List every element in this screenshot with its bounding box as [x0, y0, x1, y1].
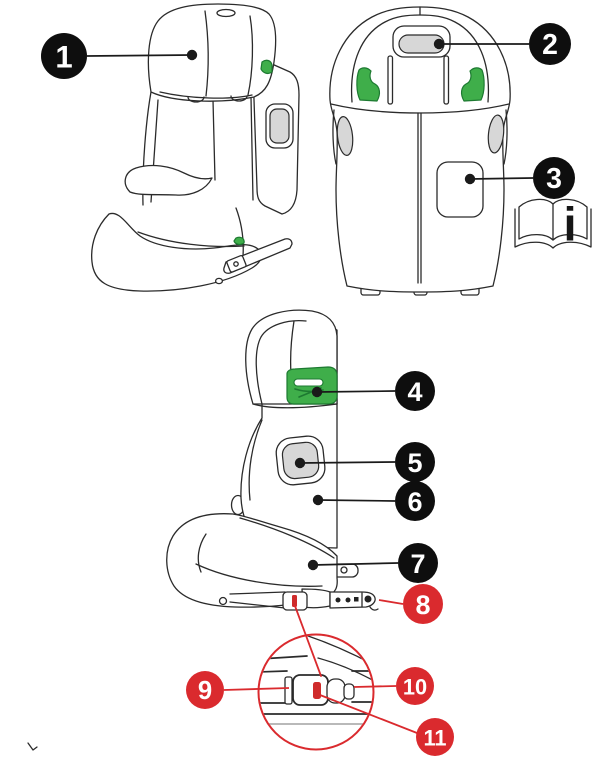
book-cover: [514, 208, 592, 249]
callout-10-circle: [396, 667, 434, 705]
cushion-contour: [137, 231, 245, 248]
belt-guide-right: [460, 67, 485, 102]
center-seam: [417, 112, 422, 284]
indicator-stripe: [292, 595, 297, 607]
callout-3-number: 3: [546, 163, 562, 195]
headrest: [147, 3, 277, 102]
callout-9-circle: [186, 671, 224, 709]
headrest-rod-right: [443, 55, 450, 105]
callout-2-dot: [433, 38, 445, 50]
headrest-panel-lines: [204, 10, 254, 97]
manual-storage-compartment: [436, 161, 484, 218]
side-wing-edges: [332, 109, 508, 165]
callout-1-dot: [186, 49, 198, 61]
belt-guide-accent: [260, 59, 273, 75]
side-oval-left: [336, 115, 354, 157]
leader-layer: [86, 38, 534, 734]
callout-8-number: 8: [415, 590, 430, 620]
callout-11-leader: [319, 694, 418, 734]
armrest-badge: [269, 108, 290, 144]
rails: [259, 655, 373, 715]
info-glyph: i: [563, 198, 576, 251]
headrest-bottom-seam: [159, 91, 253, 99]
callout-2-number: 2: [542, 29, 558, 61]
side-oval-right: [487, 114, 505, 154]
seat-cushion: [91, 212, 263, 292]
headrest-bottom-line: [252, 403, 338, 409]
callout-4-dot: [311, 386, 323, 398]
callout-5-leader: [299, 461, 396, 464]
callout-6-circle: [395, 481, 435, 521]
callout-1-circle: [41, 33, 87, 79]
isofix-arm-extended: [329, 591, 376, 609]
callout-7-number: 7: [410, 549, 425, 579]
left-armrest: [124, 164, 213, 196]
callout-3-circle: [533, 157, 575, 199]
callout-1-number: 1: [55, 40, 72, 75]
stray-mark: [27, 742, 38, 751]
backrest-wing-line: [248, 419, 263, 501]
callout-9-leader: [223, 687, 290, 691]
callout-6-number: 6: [407, 487, 422, 517]
connector-button: [364, 595, 372, 603]
connector-lines: [361, 592, 379, 611]
guide-slots: [187, 95, 248, 103]
belt-guide-slot: [293, 378, 324, 387]
belt-guide-left: [356, 67, 381, 102]
seat-back-view: [329, 6, 511, 296]
callout-4-number: 4: [407, 377, 422, 407]
headrest-rod-left: [387, 55, 394, 105]
callout-5-dot: [294, 457, 306, 469]
callout-4-leader: [316, 390, 396, 393]
callout-3-dot: [464, 173, 476, 185]
arm-hole-1: [335, 597, 341, 603]
manual-book-info-icon: i: [514, 198, 592, 251]
callout-4-circle: [395, 371, 435, 411]
headrest-handle: [216, 8, 236, 18]
seat-three-quarter-view: [91, 3, 300, 292]
callout-10-number: 10: [403, 675, 427, 700]
callout-1-leader: [86, 54, 193, 57]
connector-hole: [233, 261, 239, 267]
callout-7-circle: [398, 543, 438, 583]
rail-end-detail: [218, 596, 228, 606]
arm-slot: [354, 597, 359, 602]
cushion-side-contours: [195, 517, 335, 587]
callout-11-circle: [416, 718, 454, 756]
base-rail: [229, 591, 286, 609]
detail-slider: [292, 674, 329, 706]
magnifier-circle: [257, 633, 375, 751]
callout-9-number: 9: [198, 677, 212, 705]
callout-5-circle: [395, 442, 435, 482]
isofix-connector: [226, 255, 247, 273]
green-mark: [233, 236, 245, 246]
shell-edge: [235, 207, 244, 257]
detail-bracket: [284, 676, 293, 705]
callout-6-dot: [312, 494, 324, 506]
callout-5-number: 5: [407, 448, 422, 478]
callout-11-number: 11: [423, 726, 446, 751]
callout-6-leader: [317, 499, 396, 502]
isofix-rear-hole: [340, 566, 348, 574]
isofix-detail-view: [257, 633, 375, 751]
shoulder-line: [330, 103, 510, 114]
arm-hole-2: [345, 597, 351, 603]
callout-2-circle: [529, 23, 571, 65]
callout-layer: 1 2 3 4 5 6 7 8 9 10 11: [41, 23, 575, 756]
foot-detail: [214, 277, 224, 285]
callout-8-leader: [378, 599, 404, 605]
callout-7-leader: [312, 562, 399, 566]
detail-indicator-stripe: [313, 682, 321, 699]
callout-3-leader: [469, 177, 534, 180]
callout-8-circle: [403, 584, 443, 624]
detail-link-line-0: [294, 605, 322, 677]
detail-content: [259, 635, 373, 725]
detail-extension: [343, 683, 355, 700]
callout-7-dot: [307, 559, 319, 571]
callout-10-leader: [353, 685, 397, 688]
